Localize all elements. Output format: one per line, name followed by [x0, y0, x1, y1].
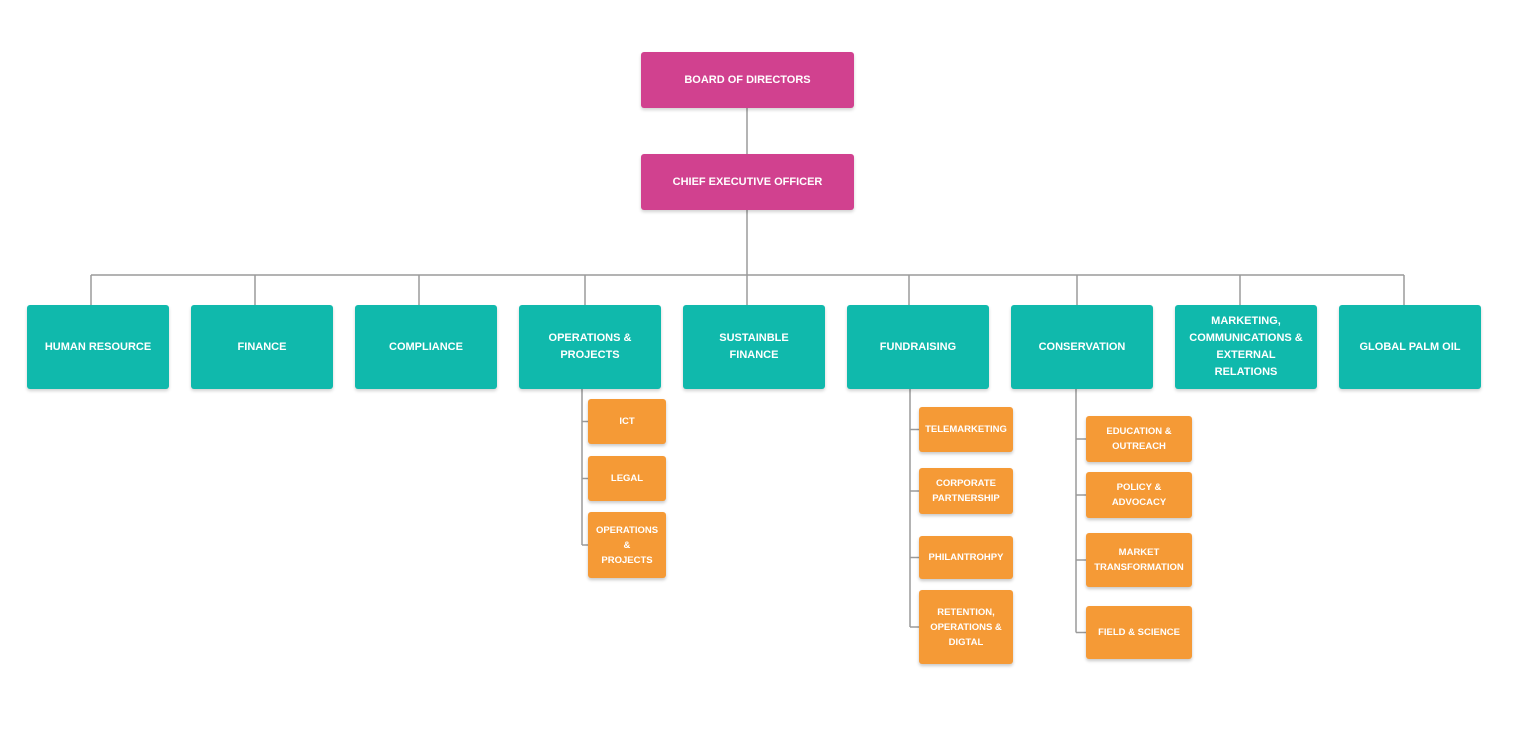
sub-unit-retention-operations-digtal: RETENTION, OPERATIONS & DIGTAL: [919, 590, 1013, 664]
department-label: SUSTAINBLE FINANCE: [719, 332, 789, 361]
sub-unit-label: FIELD & SCIENCE: [1098, 627, 1180, 638]
sub-unit-label: ICT: [619, 416, 635, 427]
department-compliance: COMPLIANCE: [355, 305, 497, 389]
sub-unit-label: CORPORATE PARTNERSHIP: [932, 478, 1000, 504]
chief-executive-officer-label: CHIEF EXECUTIVE OFFICER: [672, 176, 823, 188]
sub-unit-policy-advocacy: POLICY & ADVOCACY: [1086, 472, 1192, 518]
sub-unit-label: OPERATIONS & PROJECTS: [595, 524, 659, 566]
chief-executive-officer-box: CHIEF EXECUTIVE OFFICER: [641, 154, 854, 210]
sub-unit-corporate-partnership: CORPORATE PARTNERSHIP: [919, 468, 1013, 514]
department-operations-projects: OPERATIONS & PROJECTS: [519, 305, 661, 389]
board-of-directors-label: BOARD OF DIRECTORS: [684, 74, 811, 86]
sub-unit-label: MARKET TRANSFORMATION: [1094, 547, 1184, 573]
sub-unit-label: PHILANTROHPY: [928, 552, 1004, 563]
sub-unit-label: EDUCATION & OUTREACH: [1106, 426, 1172, 452]
department-finance: FINANCE: [191, 305, 333, 389]
board-of-directors-box: BOARD OF DIRECTORS: [641, 52, 854, 108]
department-label: HUMAN RESOURCE: [44, 340, 152, 353]
department-label: FINANCE: [237, 340, 287, 353]
sub-unit-operations-projects: OPERATIONS & PROJECTS: [588, 512, 666, 578]
sub-unit-market-transformation: MARKET TRANSFORMATION: [1086, 533, 1192, 587]
department-marketing-communications-external-relations: MARKETING, COMMUNICATIONS & EXTERNAL REL…: [1175, 305, 1317, 389]
sub-unit-label: RETENTION, OPERATIONS & DIGTAL: [930, 606, 1002, 648]
sub-unit-label: TELEMARKETING: [925, 424, 1007, 435]
sub-unit-telemarketing: TELEMARKETING: [919, 407, 1013, 452]
sub-unit-philantrohpy: PHILANTROHPY: [919, 536, 1013, 579]
sub-unit-field-science: FIELD & SCIENCE: [1086, 606, 1192, 659]
department-human-resource: HUMAN RESOURCE: [27, 305, 169, 389]
department-label: MARKETING, COMMUNICATIONS & EXTERNAL REL…: [1189, 315, 1303, 378]
sub-unit-label: LEGAL: [610, 473, 644, 484]
sub-unit-legal: LEGAL: [588, 456, 666, 501]
department-sustainble-finance: SUSTAINBLE FINANCE: [683, 305, 825, 389]
sub-unit-ict: ICT: [588, 399, 666, 444]
sub-unit-label: POLICY & ADVOCACY: [1111, 482, 1167, 508]
department-label: OPERATIONS & PROJECTS: [548, 332, 632, 361]
department-fundraising: FUNDRAISING: [847, 305, 989, 389]
department-label: COMPLIANCE: [389, 340, 463, 353]
sub-unit-education-outreach: EDUCATION & OUTREACH: [1086, 416, 1192, 462]
department-label: CONSERVATION: [1038, 340, 1126, 353]
department-conservation: CONSERVATION: [1011, 305, 1153, 389]
department-label: GLOBAL PALM OIL: [1359, 340, 1461, 353]
department-global-palm-oil: GLOBAL PALM OIL: [1339, 305, 1481, 389]
department-label: FUNDRAISING: [879, 340, 957, 353]
